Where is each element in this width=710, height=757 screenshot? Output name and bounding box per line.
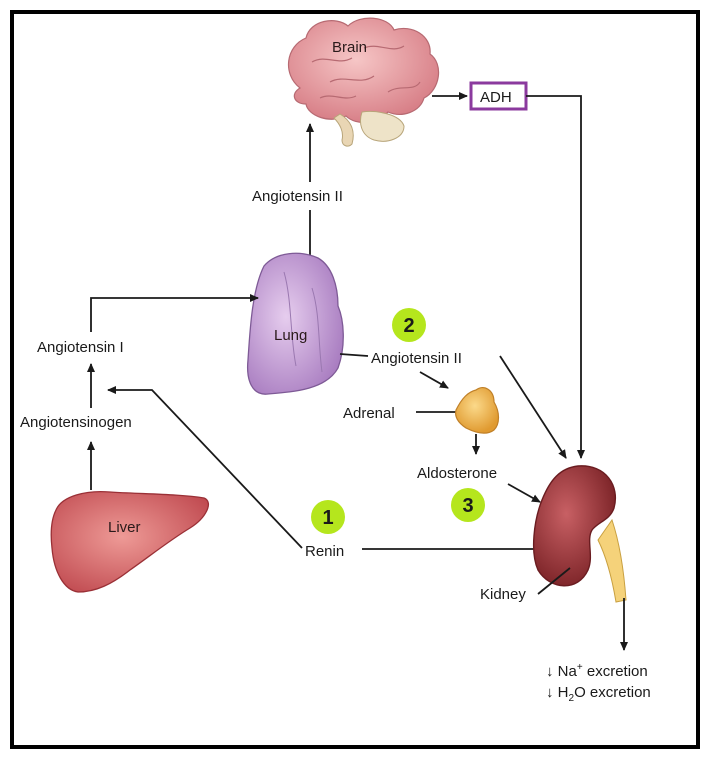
angiotensin-i-label: Angiotensin I xyxy=(37,339,124,356)
adh-box xyxy=(469,81,528,111)
badge-2: 2 xyxy=(392,308,426,342)
na-excretion-label: ↓ Na+ excretion xyxy=(546,662,648,680)
arrow-adh-to-kidney xyxy=(526,95,585,459)
brain-illustration: Brain xyxy=(287,17,440,147)
liver-label: Liver xyxy=(108,519,141,536)
adrenal-illustration xyxy=(455,387,500,434)
svg-text:3: 3 xyxy=(462,495,473,517)
arrow-angiotensin-i-to-lung xyxy=(90,294,259,332)
kidney-illustration xyxy=(533,465,627,603)
arrow-angiotensin-ii-to-kidney xyxy=(499,355,567,459)
badge-3: 3 xyxy=(451,488,485,522)
adh-label: ADH xyxy=(480,89,512,106)
line-lung-to-angiotensin-ii-mid xyxy=(339,353,369,357)
angiotensin-ii-top-label: Angiotensin II xyxy=(252,188,343,205)
arrow-angiotensin-ii-to-adrenal xyxy=(419,371,449,389)
kidney-label: Kidney xyxy=(480,586,526,603)
svg-text:1: 1 xyxy=(322,507,333,529)
arrow-renin-to-angiotensinogen xyxy=(107,386,303,549)
svg-text:2: 2 xyxy=(403,315,414,337)
diagram-frame xyxy=(10,10,700,749)
brain-label: Brain xyxy=(332,39,367,56)
adrenal-label: Adrenal xyxy=(343,405,395,422)
line-kidney-label xyxy=(537,567,571,595)
lung-illustration: Lung xyxy=(246,252,344,395)
badge-1: 1 xyxy=(311,500,345,534)
h2o-excretion-label: ↓ H2O excretion xyxy=(546,684,651,704)
angiotensin-ii-mid-label: Angiotensin II xyxy=(371,350,462,367)
liver-illustration: Liver xyxy=(50,490,209,593)
renin-label: Renin xyxy=(305,543,344,560)
aldosterone-label: Aldosterone xyxy=(417,465,497,482)
lung-label: Lung xyxy=(274,327,307,344)
angiotensinogen-label: Angiotensinogen xyxy=(20,414,132,431)
arrow-aldosterone-to-kidney xyxy=(507,483,541,503)
